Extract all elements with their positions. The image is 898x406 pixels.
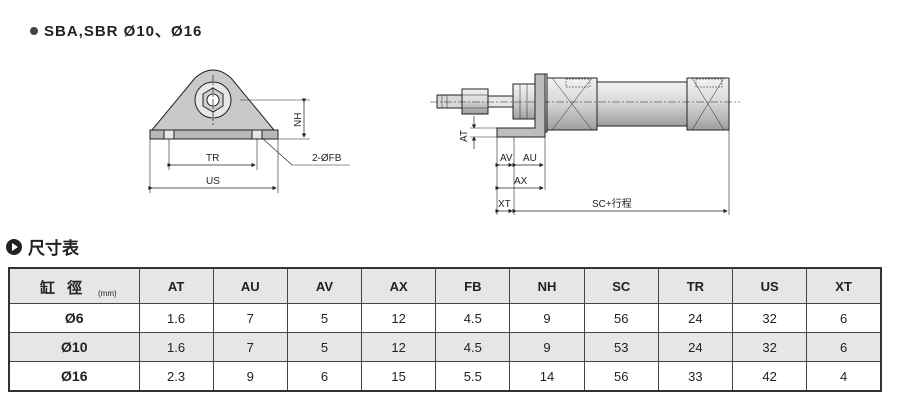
bracket-front-view: NH TR US 2-ØFB — [148, 69, 350, 193]
cell: 6 — [806, 332, 882, 362]
cell: 7 — [212, 303, 288, 333]
cell: 24 — [657, 332, 734, 362]
cell: 1.6 — [138, 332, 214, 362]
cell: 12 — [361, 303, 437, 333]
label-ax: AX — [514, 176, 528, 187]
row-bore: Ø10 — [8, 332, 140, 362]
table-header-row: 缸 徑 (mm) AT AU AV AX FB NH SC TR US XT — [8, 267, 882, 304]
cell: 14 — [509, 361, 585, 392]
label-fb: 2-ØFB — [312, 153, 342, 164]
header-us: US — [731, 267, 808, 304]
bore-label: 缸 徑 — [40, 280, 87, 297]
cell: 56 — [583, 361, 659, 392]
cylinder-side-view: AT AV AU AX XT SC+行程 — [430, 73, 740, 215]
cell: 2.3 — [138, 361, 214, 392]
header-xt: XT — [806, 267, 882, 304]
header-bore: 缸 徑 (mm) — [8, 267, 140, 304]
cell: 6 — [286, 361, 363, 392]
cell: 7 — [212, 332, 288, 362]
header-tr: TR — [657, 267, 734, 304]
bullet-icon — [30, 26, 38, 35]
label-us: US — [206, 176, 220, 187]
page-title: SBA,SBR Ø10、Ø16 — [30, 20, 202, 41]
cell: 5 — [286, 332, 363, 362]
label-at: AT — [459, 130, 470, 142]
cell: 1.6 — [138, 303, 214, 333]
row-bore: Ø16 — [8, 361, 140, 392]
header-ax: AX — [361, 267, 437, 304]
cell: 42 — [731, 361, 808, 392]
section-heading: 尺寸表 — [6, 234, 79, 259]
label-sc: SC+行程 — [592, 197, 632, 210]
header-nh: NH — [509, 267, 585, 304]
label-xt: XT — [498, 199, 511, 210]
label-tr: TR — [206, 153, 219, 164]
cell: 56 — [583, 303, 659, 333]
cell: 9 — [509, 303, 585, 333]
label-au: AU — [523, 153, 537, 164]
header-fb: FB — [435, 267, 511, 304]
cell: 5.5 — [435, 361, 511, 392]
cell: 6 — [806, 303, 882, 333]
label-nh: NH — [293, 113, 304, 127]
cell: 53 — [583, 332, 659, 362]
cell: 9 — [212, 361, 288, 392]
cell: 4.5 — [435, 332, 511, 362]
row-bore: Ø6 — [8, 303, 140, 333]
cell: 4 — [806, 361, 882, 392]
cell: 9 — [509, 332, 585, 362]
cell: 4.5 — [435, 303, 511, 333]
circle-play-icon — [6, 238, 22, 255]
dimension-table: 缸 徑 (mm) AT AU AV AX FB NH SC TR US XT Ø… — [8, 267, 882, 392]
header-av: AV — [286, 267, 363, 304]
cell: 32 — [731, 332, 808, 362]
label-av: AV — [500, 153, 513, 164]
section-title: 尺寸表 — [28, 239, 79, 258]
title-text: SBA,SBR Ø10、Ø16 — [44, 23, 203, 40]
unit-label: (mm) — [98, 289, 117, 298]
header-at: AT — [138, 267, 214, 304]
cell: 15 — [361, 361, 437, 392]
cell: 12 — [361, 332, 437, 362]
header-au: AU — [212, 267, 288, 304]
cell: 24 — [657, 303, 734, 333]
cell: 33 — [657, 361, 734, 392]
table-row: Ø6 1.6 7 5 12 4.5 9 56 24 32 6 — [8, 303, 882, 333]
cell: 5 — [286, 303, 363, 333]
cell: 32 — [731, 303, 808, 333]
table-row: Ø10 1.6 7 5 12 4.5 9 53 24 32 6 — [8, 332, 882, 362]
technical-drawing: NH TR US 2-ØFB — [148, 69, 740, 215]
header-sc: SC — [583, 267, 659, 304]
table-row: Ø16 2.3 9 6 15 5.5 14 56 33 42 4 — [8, 361, 882, 392]
